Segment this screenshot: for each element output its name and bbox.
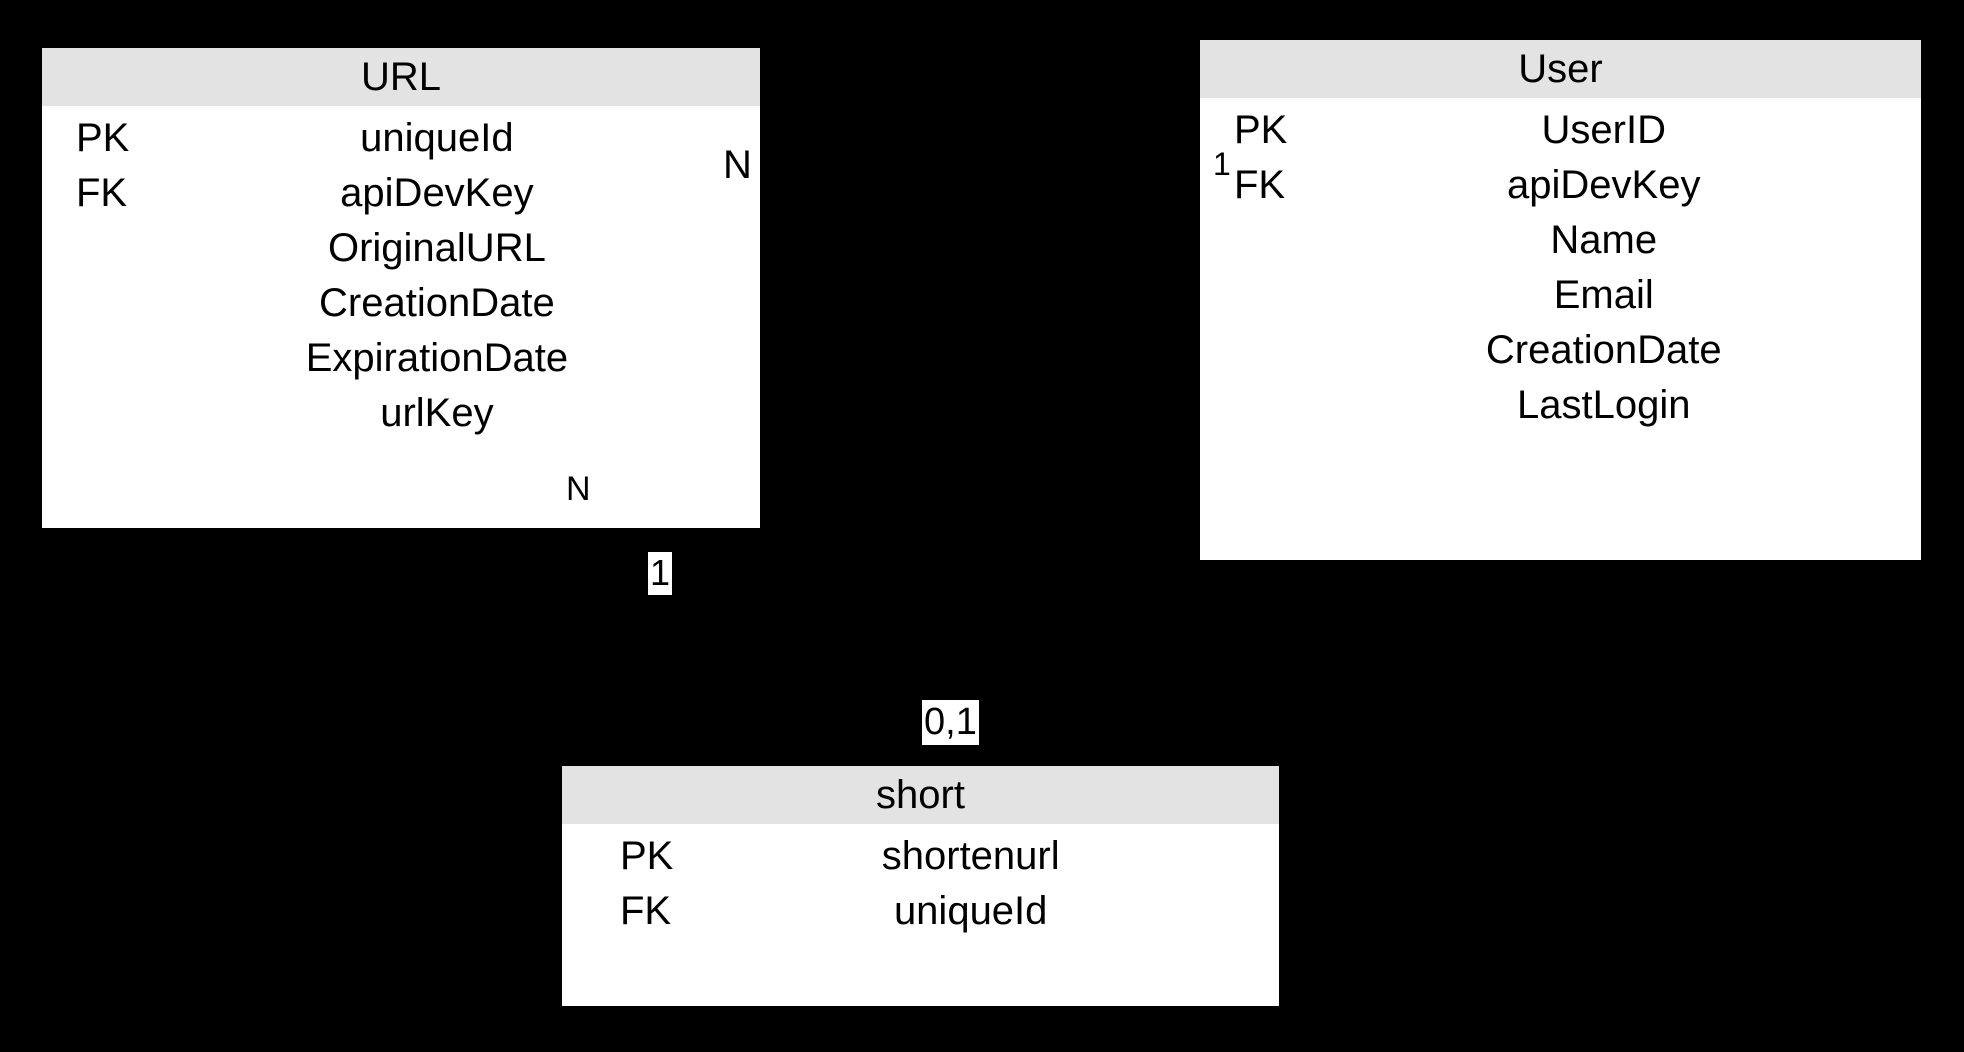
attribute-name: CreationDate bbox=[319, 281, 555, 325]
attribute-name: LastLogin bbox=[1517, 383, 1691, 427]
attribute-row: FK apiDevKey bbox=[42, 171, 760, 226]
entity-user[interactable]: User PK UserID FK apiDevKey Name Email C… bbox=[1200, 40, 1921, 560]
attribute-name: apiDevKey bbox=[1507, 163, 1701, 207]
attribute-key: FK bbox=[76, 171, 128, 215]
attribute-row: CreationDate bbox=[42, 281, 760, 336]
attribute-name: UserID bbox=[1541, 108, 1666, 152]
attribute-row: LastLogin bbox=[1200, 383, 1921, 438]
cardinality-url-bottom-one: 1 bbox=[648, 552, 673, 595]
attribute-name: Email bbox=[1553, 273, 1654, 317]
cardinality-short-top-zero-one: 0,1 bbox=[922, 700, 979, 745]
attribute-row: Name bbox=[1200, 218, 1921, 273]
entity-short-title: short bbox=[562, 766, 1279, 824]
entity-user-attributes: PK UserID FK apiDevKey Name Email Creati… bbox=[1200, 98, 1921, 438]
entity-short-attributes: PK shortenurl FK uniqueId bbox=[562, 824, 1279, 944]
attribute-row: urlKey bbox=[42, 391, 760, 446]
attribute-name: ExpirationDate bbox=[305, 336, 569, 380]
attribute-name: uniqueId bbox=[893, 889, 1048, 933]
entity-url-title: URL bbox=[42, 48, 760, 106]
attribute-name: OriginalURL bbox=[327, 226, 546, 270]
connector-short-top bbox=[918, 742, 921, 766]
attribute-row: PK shortenurl bbox=[562, 834, 1279, 889]
entity-url[interactable]: URL PK uniqueId FK apiDevKey OriginalURL… bbox=[42, 48, 760, 528]
attribute-row: CreationDate bbox=[1200, 328, 1921, 383]
cardinality-user-left-one: 1 bbox=[1213, 146, 1231, 182]
attribute-key: FK bbox=[1234, 163, 1286, 207]
attribute-row: ExpirationDate bbox=[42, 336, 760, 391]
attribute-name: uniqueId bbox=[360, 116, 514, 160]
cardinality-url-right-n: N bbox=[723, 143, 752, 187]
attribute-key: PK bbox=[1234, 108, 1288, 152]
entity-user-title: User bbox=[1200, 40, 1921, 98]
attribute-row: FK apiDevKey bbox=[1200, 163, 1921, 218]
attribute-row: Email bbox=[1200, 273, 1921, 328]
attribute-name: apiDevKey bbox=[340, 171, 534, 215]
attribute-row: PK uniqueId bbox=[42, 116, 760, 171]
attribute-row: FK uniqueId bbox=[562, 889, 1279, 944]
attribute-name: shortenurl bbox=[881, 834, 1060, 878]
attribute-row: OriginalURL bbox=[42, 226, 760, 281]
cardinality-url-bottom-n: N bbox=[566, 470, 591, 508]
attribute-key: FK bbox=[620, 889, 672, 933]
attribute-key: PK bbox=[620, 834, 674, 878]
attribute-name: CreationDate bbox=[1485, 328, 1722, 372]
attribute-key: PK bbox=[76, 116, 130, 160]
attribute-row: PK UserID bbox=[1200, 108, 1921, 163]
attribute-name: Name bbox=[1550, 218, 1658, 262]
attribute-name: urlKey bbox=[380, 391, 494, 435]
entity-url-attributes: PK uniqueId FK apiDevKey OriginalURL Cre… bbox=[42, 106, 760, 446]
entity-short[interactable]: short PK shortenurl FK uniqueId bbox=[562, 766, 1279, 1006]
